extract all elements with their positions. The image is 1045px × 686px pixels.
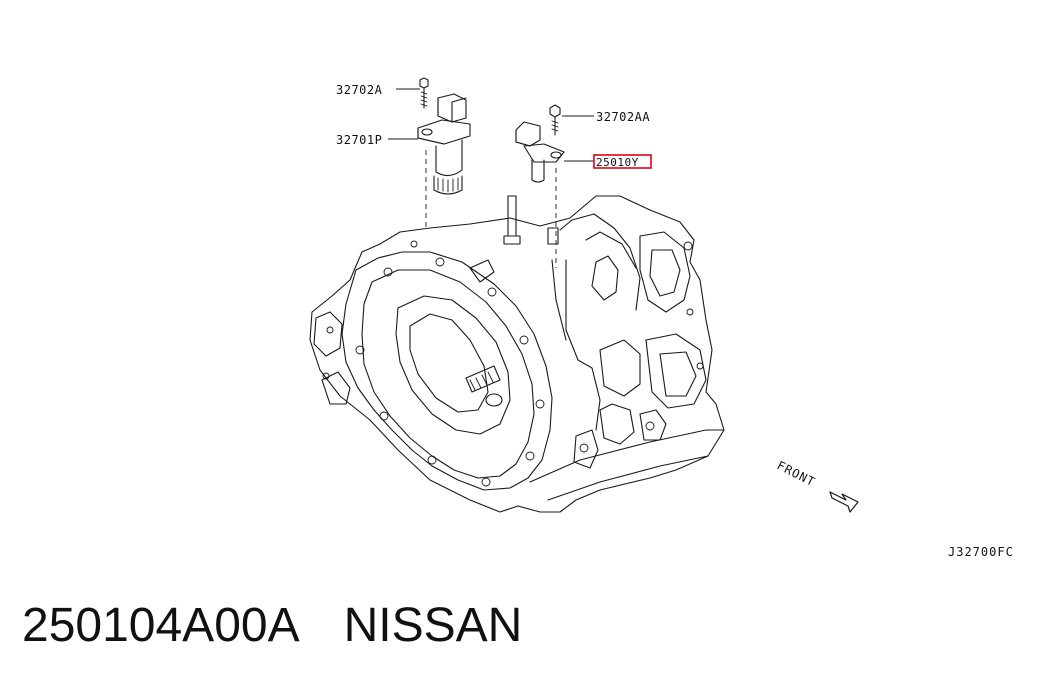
bolt-32702AA bbox=[549, 104, 561, 136]
sensor-25010Y bbox=[515, 121, 565, 183]
label-32702AA: 32702AA bbox=[596, 110, 650, 124]
label-32702A: 32702A bbox=[336, 83, 383, 97]
label-25010Y: 25010Y bbox=[596, 156, 639, 169]
parts-diagram: 32702A 32701P 32702AA 25010Y bbox=[309, 77, 1014, 559]
part-caption: 250104A00A NISSAN bbox=[22, 598, 522, 653]
highlight-box-25010Y bbox=[593, 154, 652, 169]
bolt-32702A bbox=[419, 77, 429, 109]
label-32701P: 32701P bbox=[336, 133, 382, 147]
transmission-body bbox=[309, 195, 725, 513]
brand-name: NISSAN bbox=[343, 599, 523, 652]
front-arrow-icon bbox=[829, 491, 859, 513]
front-indicator: FRONT bbox=[775, 458, 859, 513]
part-number: 250104A00A bbox=[22, 599, 300, 652]
reference-code: J32700FC bbox=[948, 545, 1014, 559]
sensor-32701P bbox=[417, 93, 471, 195]
front-label: FRONT bbox=[775, 458, 818, 489]
